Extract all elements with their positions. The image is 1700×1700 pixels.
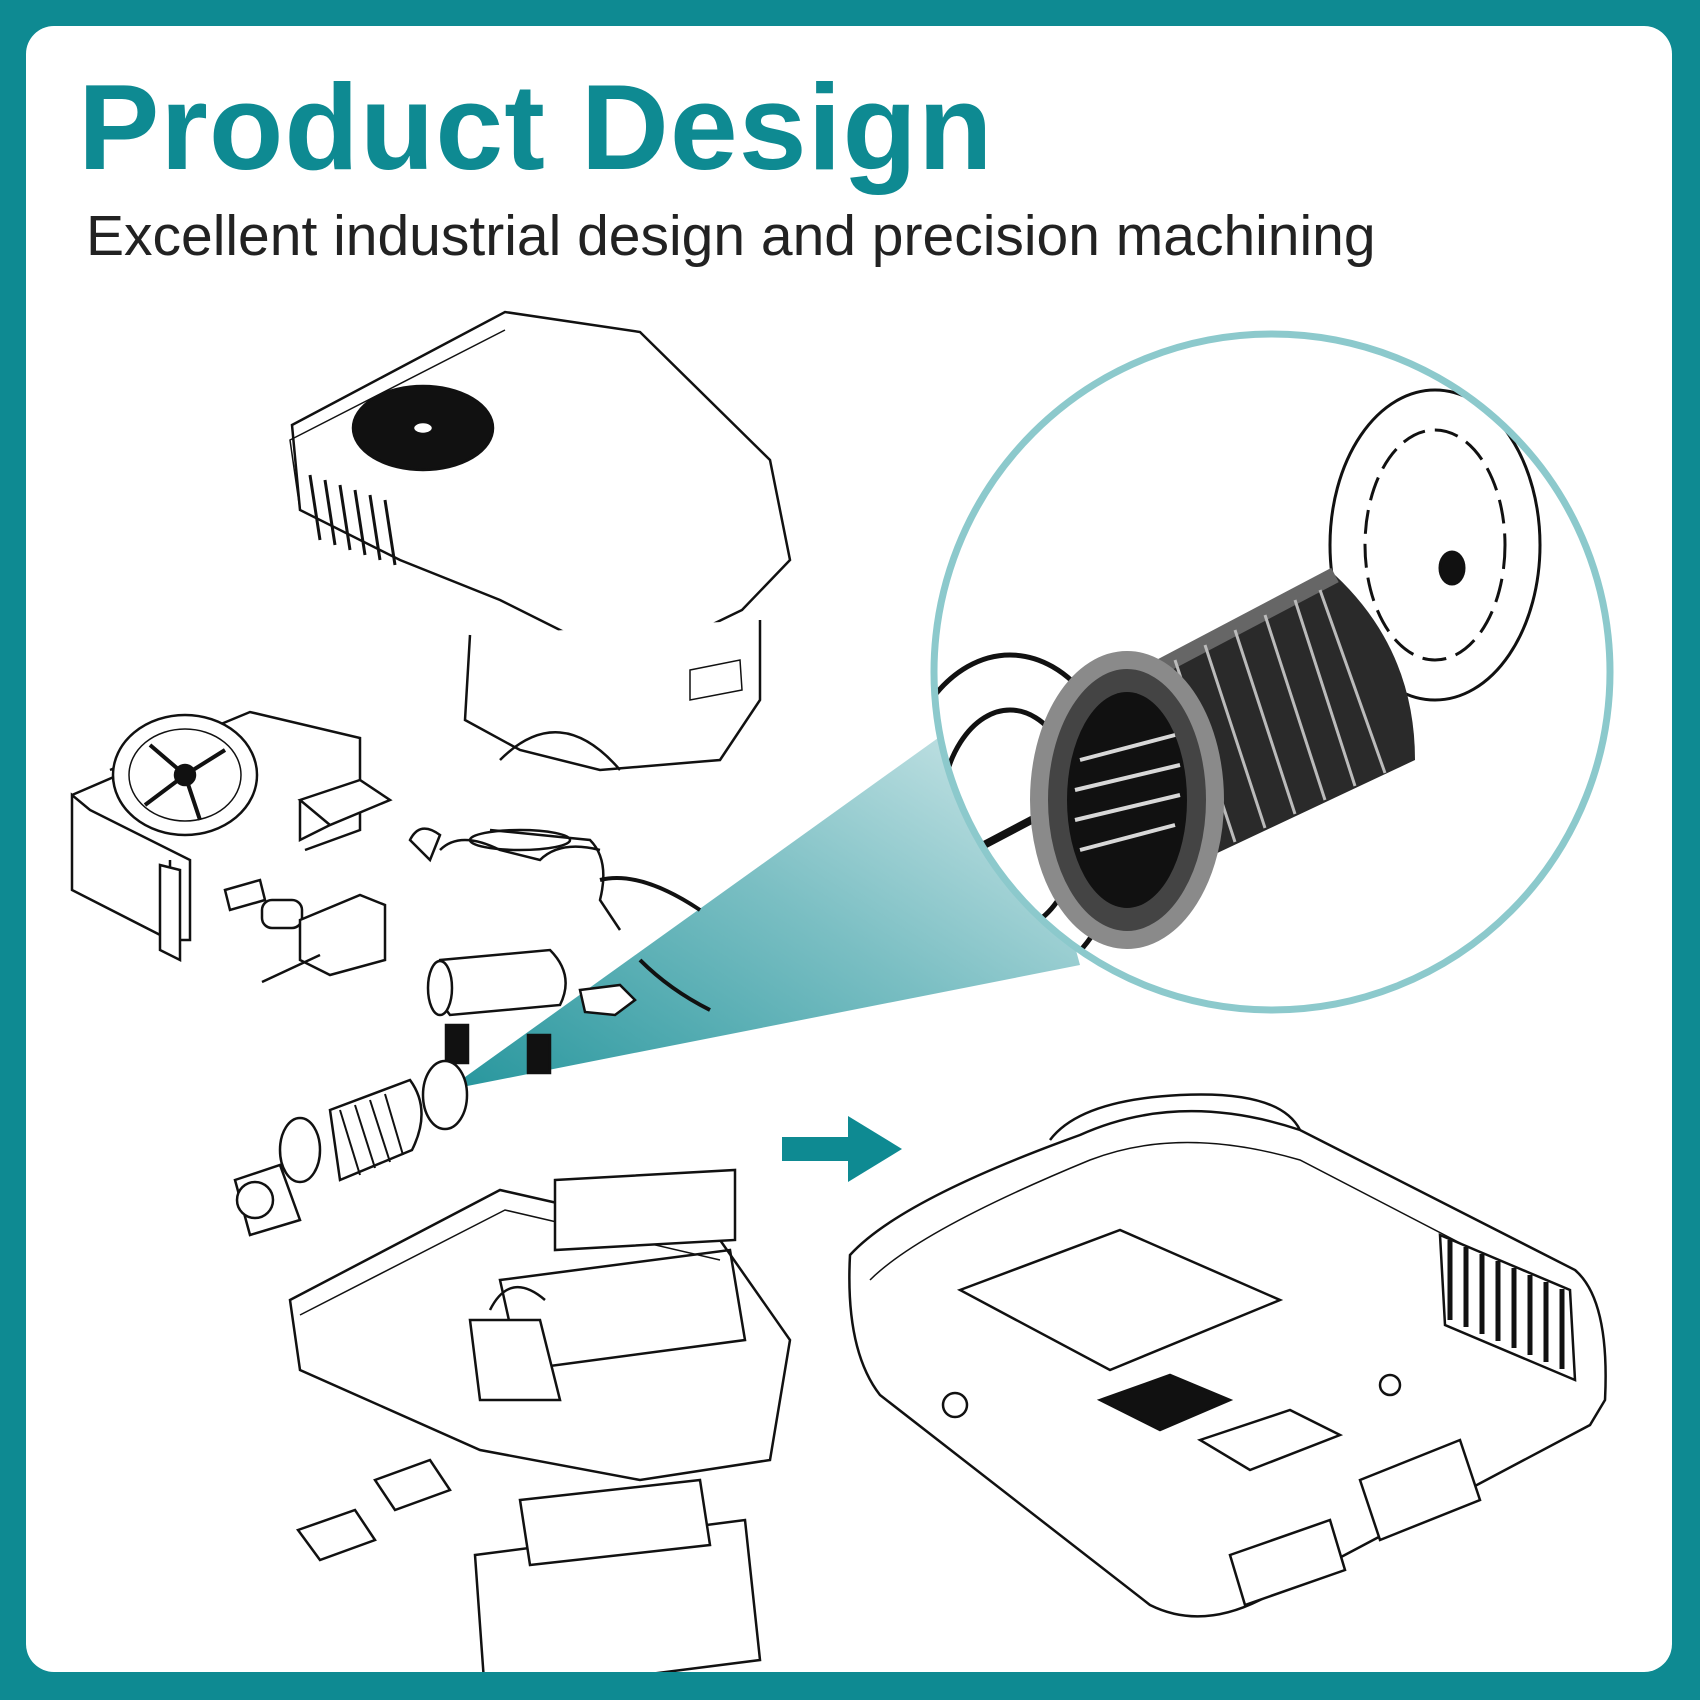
compressor-assembly <box>426 828 711 1075</box>
shroud-cover <box>289 310 792 772</box>
assembled-unit <box>848 1093 1607 1618</box>
product-illustration <box>70 310 1614 1672</box>
rear-flange <box>1328 388 1542 702</box>
condenser-assembly <box>70 710 442 984</box>
content-card: Product Design Excellent industrial desi… <box>26 26 1672 1672</box>
page-title: Product Design <box>78 59 994 195</box>
page-subtitle: Excellent industrial design and precisio… <box>86 204 1376 268</box>
blower-wheel-icon <box>1030 567 1415 949</box>
ceiling-base-assembly <box>288 1168 792 1672</box>
arrow-right-icon <box>782 1116 902 1182</box>
blower-wheel-small <box>233 1059 469 1237</box>
